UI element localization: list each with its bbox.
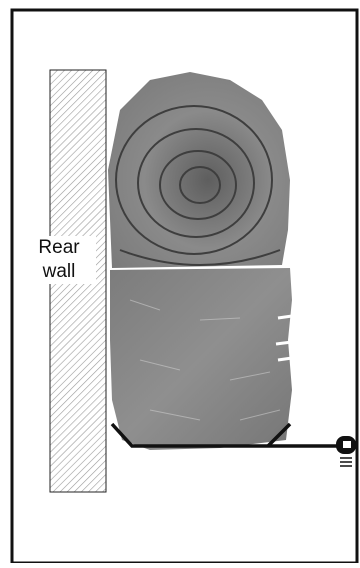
rear-wall-label: Rear wall [22,236,96,284]
stone-carving [108,72,290,268]
rear-wall-label-line2: wall [22,260,96,284]
anchor-screw-icon [336,436,356,466]
stone-base [110,268,292,450]
rear-wall-label-line1: Rear [22,236,96,260]
